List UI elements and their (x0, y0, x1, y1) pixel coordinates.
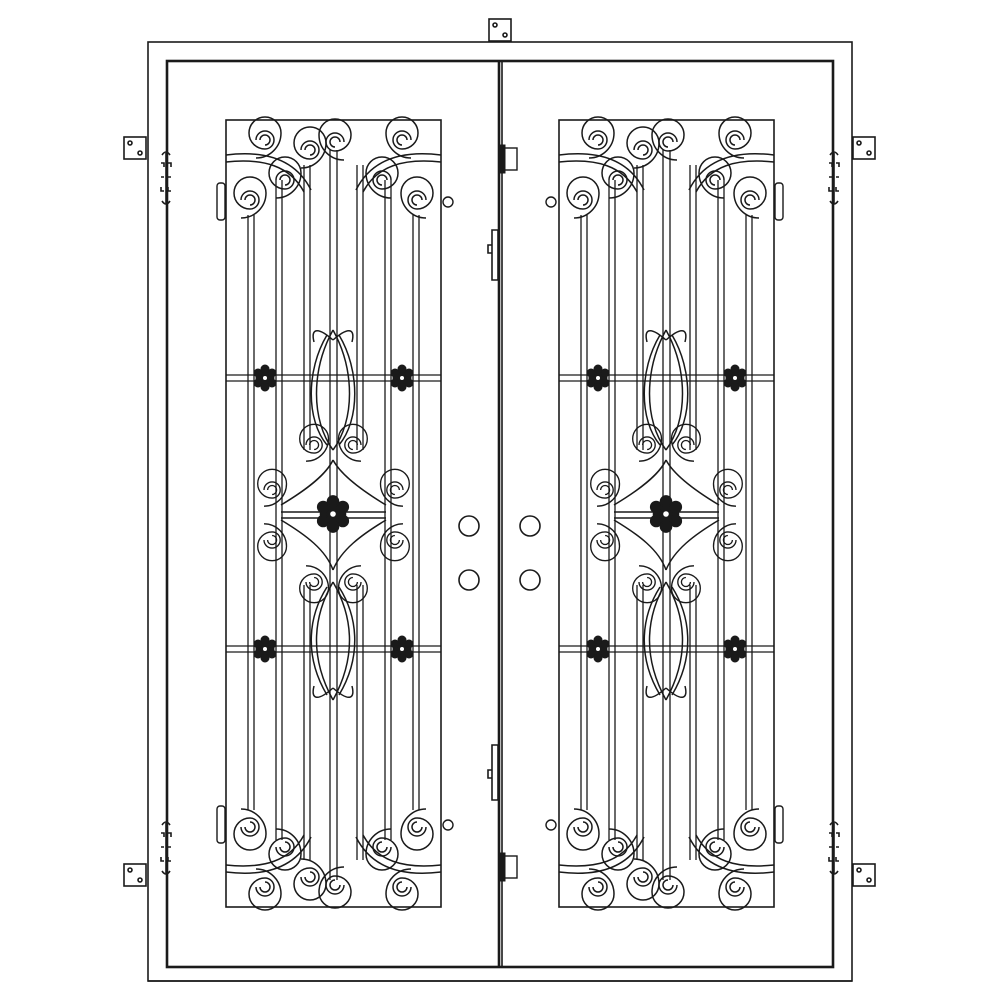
left-glass-panel (226, 117, 441, 910)
panel-latch-icon (216, 182, 784, 844)
door-handle-icon[interactable] (458, 515, 541, 591)
flush-bolt-icon (487, 144, 518, 882)
right-glass-panel (559, 117, 774, 910)
meeting-stile (497, 61, 503, 967)
